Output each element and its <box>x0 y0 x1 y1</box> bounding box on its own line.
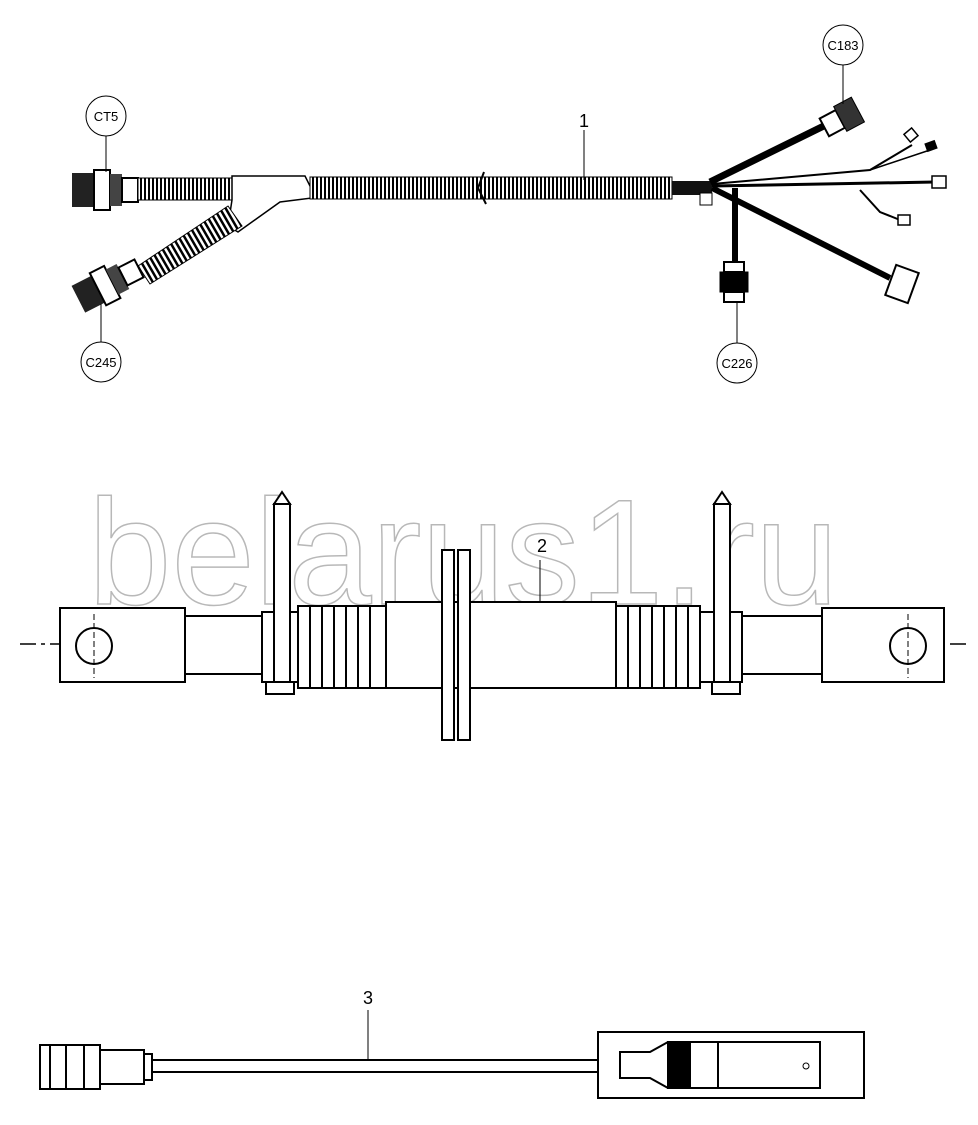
corrugated-sleeve-branch <box>137 205 243 285</box>
corrugated-sleeve-left <box>137 177 234 201</box>
main-wiring-harness <box>71 96 947 313</box>
callout-item-1: 1 <box>579 111 589 180</box>
callout-ct5: CT5 <box>85 95 127 172</box>
harness-breakout-right <box>708 96 947 305</box>
callout-c183: C183 <box>822 24 864 104</box>
y-junction-boot <box>227 175 313 233</box>
jumper-harness <box>20 490 970 741</box>
connector-c245-plug <box>71 258 145 313</box>
callout-c226: C226 <box>716 302 758 384</box>
single-cable <box>39 1031 865 1099</box>
item-number-2: 2 <box>537 536 547 556</box>
label-ct5: CT5 <box>94 109 119 124</box>
label-c245: C245 <box>85 355 116 370</box>
item-number-3: 3 <box>363 988 373 1008</box>
item-number-1: 1 <box>579 111 589 131</box>
callout-item-3: 3 <box>363 988 373 1060</box>
connector-ct5-plug <box>72 169 139 211</box>
label-c183: C183 <box>827 38 858 53</box>
label-c226: C226 <box>721 356 752 371</box>
callout-c245: C245 <box>80 304 122 383</box>
corrugated-sleeve-main <box>309 176 673 200</box>
